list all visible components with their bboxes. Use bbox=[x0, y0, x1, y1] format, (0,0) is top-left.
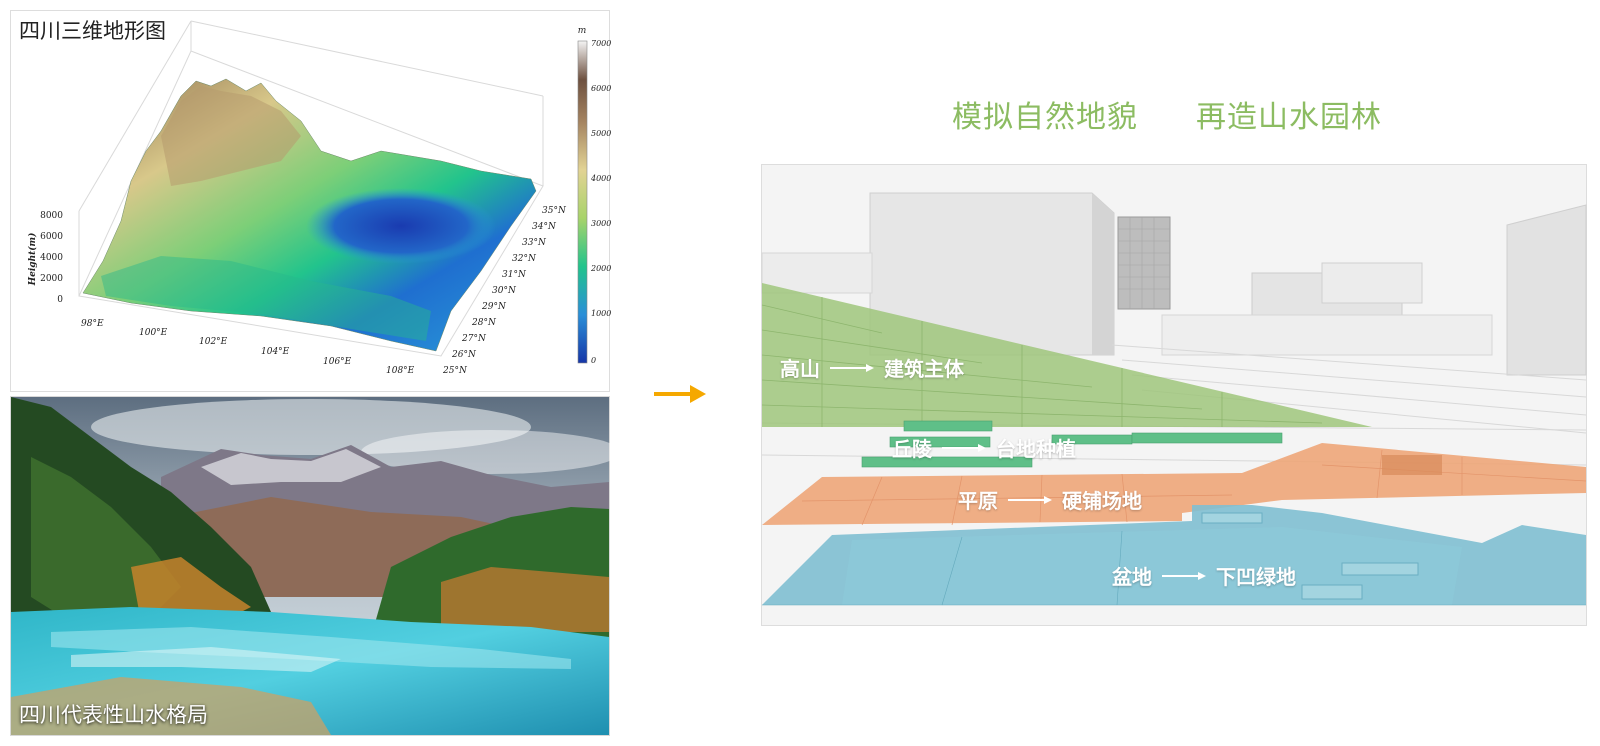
lon-tick: 98°E bbox=[81, 319, 104, 329]
colorbar-unit: m bbox=[578, 26, 587, 36]
lat-axis: 25°N 26°N 27°N 28°N 29°N 30°N 31°N 32°N … bbox=[442, 206, 567, 376]
colorbar-tick: 5000 bbox=[591, 129, 611, 138]
lon-tick: 104°E bbox=[261, 347, 290, 357]
terrain-3d-plot: 8000 6000 4000 2000 0 Height(m) 98°E 100… bbox=[27, 20, 611, 376]
lon-axis: 98°E 100°E 102°E 104°E 106°E 108°E bbox=[81, 319, 415, 376]
z-axis-label: Height(m) bbox=[27, 233, 38, 287]
colorbar-tick: 2000 bbox=[590, 264, 611, 273]
lon-tick: 102°E bbox=[199, 337, 228, 347]
arrow-right-icon bbox=[1008, 495, 1052, 504]
lat-tick: 27°N bbox=[461, 334, 487, 344]
zone-hills bbox=[861, 420, 1283, 468]
colorbar-tick: 6000 bbox=[591, 84, 611, 93]
zone-high-mountain bbox=[761, 283, 1372, 427]
colorbar: m 7000 6000 5000 4000 3000 2000 1000 0 bbox=[577, 26, 611, 365]
mapping-to-label: 下凹绿地 bbox=[1216, 565, 1296, 589]
lat-tick: 28°N bbox=[471, 318, 497, 328]
headline-recreate-garden: 再造山水园林 bbox=[1196, 100, 1382, 135]
lat-tick: 25°N bbox=[442, 366, 468, 376]
lat-tick: 29°N bbox=[481, 302, 507, 312]
landscape-photo-panel: 四川代表性山水格局 bbox=[10, 396, 621, 736]
scheme-illustration bbox=[761, 165, 1587, 625]
colorbar-tick: 1000 bbox=[591, 309, 611, 318]
colorbar-tick: 0 bbox=[591, 356, 596, 365]
lat-tick: 26°N bbox=[451, 350, 477, 360]
background-buildings bbox=[761, 192, 1587, 376]
photo-caption: 四川代表性山水格局 bbox=[19, 703, 208, 727]
mapping-from-label: 高山 bbox=[780, 357, 820, 381]
mapping-high-mountain: 高山 建筑主体 bbox=[780, 353, 964, 382]
zone-plain bbox=[762, 443, 1587, 526]
lat-tick: 30°N bbox=[492, 286, 517, 296]
z-tick: 2000 bbox=[40, 274, 63, 284]
colorbar-tick: 7000 bbox=[591, 39, 611, 48]
zone-basin bbox=[762, 505, 1586, 606]
design-scheme-render: 高山 建筑主体 丘陵 台地种植 平原 硬铺场地 盆地 下凹绿地 bbox=[761, 164, 1587, 626]
lon-tick: 100°E bbox=[139, 328, 168, 338]
z-tick: 8000 bbox=[40, 211, 63, 221]
mapping-to-label: 建筑主体 bbox=[884, 357, 964, 381]
z-tick: 6000 bbox=[40, 232, 63, 242]
lat-tick: 32°N bbox=[512, 254, 537, 264]
colorbar-tick: 4000 bbox=[590, 174, 611, 183]
mapping-plain: 平原 硬铺场地 bbox=[958, 485, 1142, 514]
headline-simulate-landform: 模拟自然地貌 bbox=[952, 100, 1138, 135]
terrain-map-title: 四川三维地形图 bbox=[19, 19, 166, 43]
mapping-basin: 盆地 下凹绿地 bbox=[1112, 561, 1296, 590]
z-tick: 0 bbox=[57, 295, 63, 305]
lat-tick: 31°N bbox=[502, 270, 527, 280]
mapping-to-label: 硬铺场地 bbox=[1062, 489, 1142, 513]
lon-tick: 108°E bbox=[386, 366, 415, 376]
lat-tick: 34°N bbox=[532, 222, 557, 232]
mapping-from-label: 盆地 bbox=[1112, 565, 1152, 589]
arrow-right-icon bbox=[654, 385, 706, 403]
mapping-to-label: 台地种植 bbox=[996, 437, 1076, 461]
lon-tick: 106°E bbox=[323, 357, 352, 367]
mapping-from-label: 丘陵 bbox=[892, 437, 932, 461]
colorbar-tick: 3000 bbox=[591, 219, 611, 228]
landscape-photo bbox=[11, 397, 621, 735]
arrow-right-icon bbox=[942, 443, 986, 452]
lat-tick: 35°N bbox=[542, 206, 567, 216]
mapping-from-label: 平原 bbox=[958, 489, 998, 513]
mapping-hills: 丘陵 台地种植 bbox=[892, 433, 1076, 462]
z-tick: 4000 bbox=[40, 253, 63, 263]
arrow-right-icon bbox=[1162, 571, 1206, 580]
terrain-map-panel: 8000 6000 4000 2000 0 Height(m) 98°E 100… bbox=[10, 10, 611, 392]
terrain-surface bbox=[82, 78, 537, 352]
arrow-right-icon bbox=[830, 363, 874, 372]
lat-tick: 33°N bbox=[522, 238, 547, 248]
z-axis: 8000 6000 4000 2000 0 Height(m) bbox=[27, 211, 63, 305]
